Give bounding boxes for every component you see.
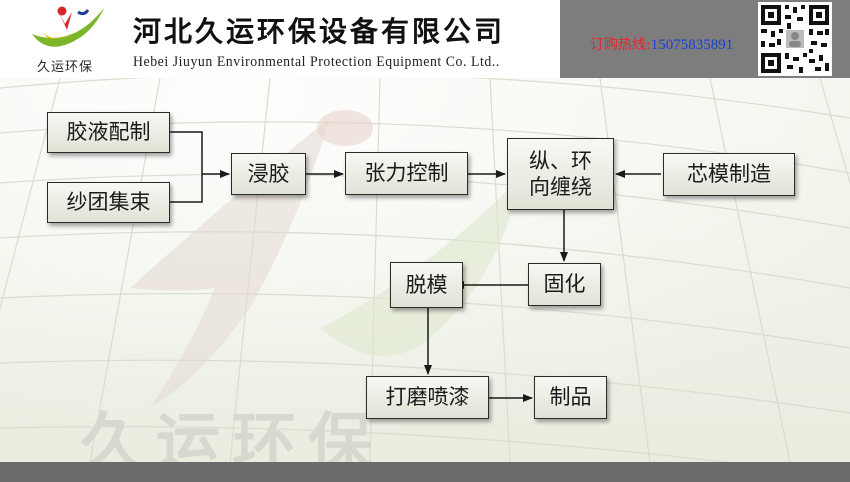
node-demolding: 脱模 [390,262,463,308]
hotline-panel: 订购热线:15075835891 [560,0,850,78]
header: 久运环保 河北久运环保设备有限公司 Hebei Jiuyun Environme… [0,0,850,78]
hotline-number: 15075835891 [650,37,734,53]
node-dipping: 浸胶 [231,153,306,195]
footer-bar [0,462,850,482]
connector-n1-merge [170,131,203,174]
company-name-cn: 河北久运环保设备有限公司 [133,15,506,48]
node-winding: 纵、环 向缠绕 [507,138,614,210]
hotline: 订购热线:15075835891 [590,34,733,54]
logo-swoosh-icon [32,6,104,47]
node-mandrel-making: 芯模制造 [663,153,795,196]
hotline-label: 订购热线: [590,37,651,53]
node-grinding-painting: 打磨喷漆 [366,376,489,419]
node-glue-preparation: 胶液配制 [47,112,170,153]
company-logo: 久运环保 [18,4,112,75]
qr-code-icon[interactable] [758,2,832,76]
connector-n2-merge [170,174,203,203]
company-name-en: Hebei Jiuyun Environmental Protection Eq… [133,54,500,70]
logo-text: 久运环保 [36,60,93,75]
node-product: 制品 [534,376,607,419]
node-tension-control: 张力控制 [345,152,468,195]
node-curing: 固化 [528,263,601,306]
node-yarn-bundling: 纱团集束 [47,182,170,223]
